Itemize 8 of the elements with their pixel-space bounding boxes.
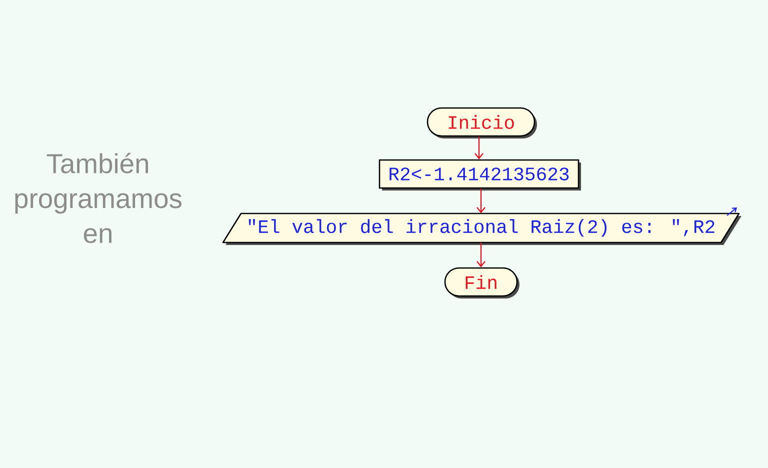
- output-parallelogram: "El valor del irracional Raiz(2) es: ",R2: [222, 212, 742, 245]
- terminal-box: Fin: [444, 267, 520, 298]
- side-text: También programamos en: [15, 152, 182, 244]
- arrow: [476, 242, 486, 268]
- process-box: R2<-1.4142135623: [378, 159, 581, 190]
- arrow: [476, 188, 486, 214]
- arrow: [474, 136, 484, 160]
- terminal-box: Inicio: [426, 107, 537, 138]
